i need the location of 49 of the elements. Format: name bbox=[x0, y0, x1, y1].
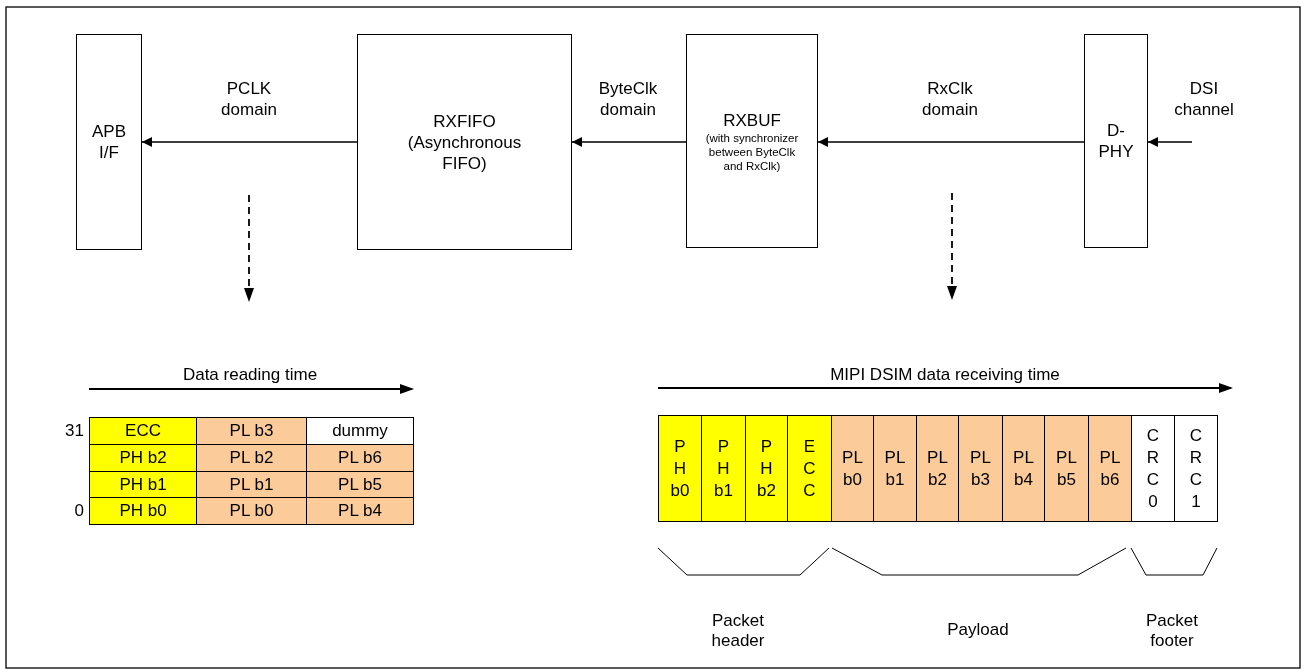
block-box bbox=[357, 34, 572, 250]
edge-label: PCLK domain bbox=[220, 78, 278, 120]
byte-cell: ECC bbox=[89, 417, 197, 445]
byte-cell: PH b1 bbox=[89, 471, 197, 499]
axis-title: Data reading time bbox=[181, 364, 319, 386]
bracket-label: Packet header bbox=[710, 610, 766, 652]
bracket-label: Payload bbox=[946, 619, 1010, 641]
bit-index: 31 bbox=[64, 419, 84, 442]
byte-cell: PL b4 bbox=[306, 497, 414, 525]
byte-cell: PL b5 bbox=[306, 471, 414, 499]
byte-cell: PL b4 bbox=[1002, 415, 1045, 522]
byte-cell: PL b1 bbox=[196, 471, 307, 499]
byte-cell: PL b2 bbox=[196, 444, 307, 472]
byte-cell: C R C 1 bbox=[1174, 415, 1218, 522]
block-box bbox=[76, 34, 142, 250]
byte-cell: P H b1 bbox=[701, 415, 746, 522]
arrow bbox=[571, 137, 687, 147]
bracket-label: Packet footer bbox=[1145, 610, 1199, 652]
block-box bbox=[1084, 34, 1148, 248]
block-label: RXFIFO (Asynchronous FIFO) bbox=[406, 110, 523, 174]
byte-cell: PL b1 bbox=[873, 415, 917, 522]
byte-cell: PH b2 bbox=[89, 444, 197, 472]
byte-cell: dummy bbox=[306, 417, 414, 445]
byte-cell: PL b3 bbox=[958, 415, 1003, 522]
byte-cell: PL b6 bbox=[1088, 415, 1132, 522]
block-box bbox=[686, 34, 818, 248]
byte-cell: P H b0 bbox=[658, 415, 702, 522]
byte-cell: E C C bbox=[787, 415, 832, 522]
bit-index: 0 bbox=[73, 499, 84, 522]
byte-cell: PL b0 bbox=[196, 497, 307, 525]
arrow bbox=[141, 137, 358, 147]
byte-cell: PH b0 bbox=[89, 497, 197, 525]
block-label: RXBUF bbox=[723, 109, 781, 131]
byte-cell: PL b3 bbox=[196, 417, 307, 445]
block-label: APB I/F bbox=[91, 121, 127, 163]
edge-label: DSI channel bbox=[1173, 78, 1235, 120]
byte-cell: P H b2 bbox=[745, 415, 788, 522]
byte-cell: PL b6 bbox=[306, 444, 414, 472]
byte-cell: C R C 0 bbox=[1131, 415, 1175, 522]
edge-label: ByteClk domain bbox=[597, 78, 659, 120]
block-note: (with synchronizer between ByteClk and RxClk) bbox=[704, 130, 800, 173]
block-label: D- PHY bbox=[1097, 120, 1135, 162]
byte-cell: PL b2 bbox=[916, 415, 959, 522]
arrow bbox=[1147, 137, 1193, 147]
axis-title: MIPI DSIM data receiving time bbox=[829, 364, 1061, 386]
edge-label: RxClk domain bbox=[921, 78, 979, 120]
byte-cell: PL b0 bbox=[831, 415, 874, 522]
byte-cell: PL b5 bbox=[1044, 415, 1089, 522]
arrow bbox=[817, 137, 1085, 147]
